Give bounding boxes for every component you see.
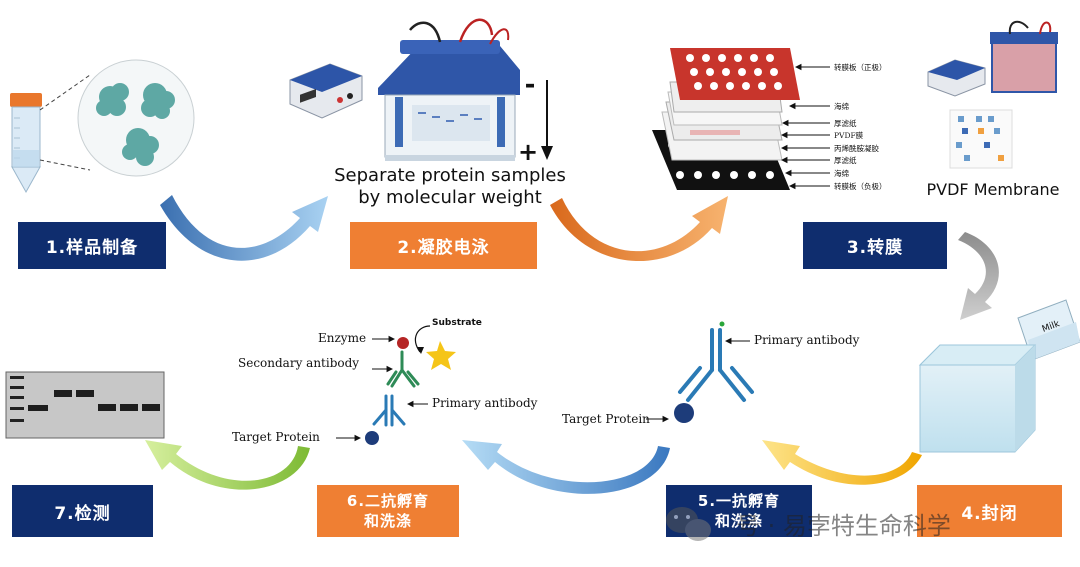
- electrophoresis-tank: [378, 18, 520, 161]
- primary-antibody-5: [678, 328, 754, 402]
- layer-label-4: 丙烯酰胺凝胶: [834, 144, 879, 153]
- step-2-label: 2.凝胶电泳: [397, 238, 490, 258]
- flow-arrow-1-to-2: [160, 195, 328, 261]
- label-pointers-6: [336, 335, 428, 442]
- transfer-layer-pointers: [780, 63, 830, 190]
- step-1-label: 1.样品制备: [45, 238, 139, 258]
- step-3-box: 3.转膜: [803, 222, 947, 269]
- secondary-antibody: [386, 350, 420, 388]
- step-4-label: 4.封闭: [961, 503, 1018, 524]
- step-3-label: 3.转膜: [846, 238, 904, 258]
- layer-label-3: PVDF膜: [834, 131, 864, 140]
- wechat-icon: [666, 507, 711, 541]
- protein-magnified-circle: [77, 59, 195, 177]
- layer-label-5: 厚滤纸: [834, 156, 857, 165]
- layer-label-1: 海绵: [834, 102, 849, 111]
- step-5-label-line1: 5.一抗孵育: [697, 492, 781, 510]
- power-supply: [289, 63, 363, 119]
- enzyme-dot: [397, 337, 409, 349]
- secondary-antibody-label: Secondary antibody: [238, 356, 360, 370]
- label-pointers-5: [646, 337, 750, 423]
- gel-caption-line1: Separate protein samples: [334, 165, 566, 186]
- flow-arrow-4-to-5: [762, 440, 922, 485]
- migration-arrow: [541, 80, 553, 160]
- magnify-lines: [39, 74, 91, 171]
- layer-label-7: 转膜板（负极）: [834, 182, 887, 191]
- transfer-tank: [927, 20, 1058, 97]
- plus-sign: +: [518, 138, 539, 166]
- step-7-box: 7.检测: [12, 485, 153, 537]
- step-6-label-line1: 6.二抗孵育: [346, 492, 430, 510]
- flow-arrow-5-to-6: [462, 440, 670, 494]
- step-4-box: 4.封闭: [917, 485, 1062, 537]
- flow-arrow-6-to-7: [145, 440, 310, 490]
- step-6-box: 6.二抗孵育和洗涤: [317, 485, 459, 537]
- pvdf-membrane-blot: [949, 109, 1013, 169]
- substrate-star: [426, 341, 456, 370]
- primary-antibody-6: [372, 394, 406, 427]
- step-5-label-line2: 和洗涤: [714, 512, 763, 530]
- target-protein-6: [365, 431, 379, 445]
- step-7-label: 7.检测: [54, 503, 111, 524]
- target-protein-5: [674, 403, 694, 423]
- layer-label-2: 厚滤纸: [834, 119, 857, 128]
- blocking-tank: [918, 344, 1037, 453]
- detection-gel-image: [5, 371, 165, 439]
- primary-antibody-6-label: Primary antibody: [432, 396, 538, 410]
- flow-arrow-3-to-4: [958, 232, 999, 320]
- sample-tube: [10, 93, 42, 194]
- substrate-label: Substrate: [432, 318, 482, 328]
- step-6-label-line2: 和洗涤: [363, 512, 412, 530]
- step-2-box: 2.凝胶电泳: [350, 222, 537, 269]
- target-protein-6-label: Target Protein: [232, 430, 320, 444]
- primary-antibody-5-tag: [719, 321, 725, 327]
- layer-label-0: 转膜板（正极）: [834, 63, 887, 72]
- target-protein-5-label: Target Protein: [562, 412, 650, 426]
- pvdf-membrane-caption: PVDF Membrane: [926, 180, 1060, 199]
- primary-antibody-5-label: Primary antibody: [754, 333, 860, 347]
- watermark-text: 号 · 易孛特生命科学: [736, 512, 951, 540]
- minus-sign: -: [524, 70, 536, 100]
- layer-label-6: 海绵: [834, 169, 849, 178]
- gel-caption: Separate protein samples by molecular we…: [320, 165, 580, 209]
- gel-caption-line2: by molecular weight: [358, 187, 542, 208]
- step-1-box: 1.样品制备: [18, 222, 166, 269]
- transfer-sandwich: [652, 48, 800, 190]
- step-5-box: 5.一抗孵育和洗涤: [666, 485, 812, 537]
- flow-arrow-2-to-3: [550, 196, 728, 262]
- substrate-curve-head: [417, 347, 424, 354]
- enzyme-label: Enzyme: [318, 331, 367, 345]
